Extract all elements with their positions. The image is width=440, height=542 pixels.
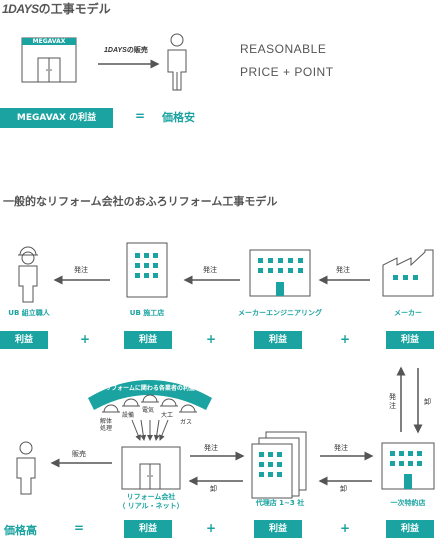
reasonable-line1: REASONABLE: [240, 42, 327, 56]
wholesale-label-r2-1: 卸: [210, 485, 217, 493]
contractor-profit-arc-text: リフォームに関わる各業者の利益: [105, 385, 195, 392]
plus-r1-3: +: [340, 332, 351, 346]
reasonable-line2: PRICE + POINT: [240, 65, 334, 79]
vertical-order-label: 発注: [389, 393, 396, 410]
maker-engineering-building-icon: [249, 249, 311, 297]
profit-box-r2-2: 利益: [254, 520, 302, 538]
sale-label: 販売: [72, 450, 86, 458]
equals-sign-2: =: [74, 521, 85, 535]
reform-company-label: リフォーム会社 （ リアル・ネット）: [105, 493, 197, 511]
megavax-profit-box: MEGAVAX の利益: [0, 108, 113, 128]
contractor-carpenter: 大工: [161, 412, 174, 419]
ub-contractor-building-icon: [126, 242, 168, 298]
contractor-demolition: 解体処理: [100, 418, 113, 432]
reform-company-label-line2: （ リアル・ネット）: [118, 502, 184, 510]
megavax-store-icon: [21, 37, 77, 83]
profit-box-r2-3: 利益: [386, 520, 434, 538]
ub-worker-icon: [18, 246, 38, 303]
plus-r1-1: +: [80, 332, 91, 346]
plus-r2-1: +: [206, 521, 217, 535]
equals-sign-1: =: [135, 109, 146, 123]
contractor-equipment: 設備: [122, 412, 135, 419]
customer-person-icon-2: [16, 441, 36, 495]
wholesale-label-r2-2: 卸: [340, 485, 347, 493]
profit-box-r2-1: 利益: [124, 520, 172, 538]
primary-distributor-building-icon: [381, 442, 435, 490]
primary-distributor-label: 一次特約店: [390, 499, 426, 507]
order-label-1: 発注: [74, 266, 88, 274]
plus-r2-2: +: [340, 521, 351, 535]
price-high-text: 価格高: [4, 524, 37, 537]
order-label-3: 発注: [336, 266, 350, 274]
sale-arrow-label: 1DAYSの販売: [104, 45, 148, 55]
section-title-1days: 1DAYSの工事モデル: [2, 0, 111, 17]
maker-engineering-label: メーカーエンジニアリング: [238, 309, 322, 317]
profit-box-r1-2: 利益: [124, 331, 172, 349]
maker-label: メーカー: [394, 309, 422, 317]
contractor-electric: 電気: [142, 407, 155, 414]
reform-company-label-line1: リフォーム会社: [126, 493, 176, 501]
vertical-wholesale-label: 卸: [424, 398, 431, 406]
brand-logo-text: 1DAYS: [2, 2, 39, 16]
price-low-text: 価格安: [162, 111, 195, 124]
order-label-r2-2: 発注: [334, 444, 348, 452]
arrow-brand: 1DAYS: [104, 47, 127, 54]
agency-label: 代理店 1~3 社: [255, 499, 305, 507]
ub-contractor-label: UB 施工店: [129, 309, 165, 317]
profit-box-r1-3: 利益: [254, 331, 302, 349]
reasonable-text: REASONABLE PRICE + POINT: [240, 38, 334, 84]
plus-r1-2: +: [206, 332, 217, 346]
section-title-text: の工事モデル: [38, 2, 111, 16]
reform-company-store-icon: [121, 446, 181, 490]
maker-factory-icon: [382, 249, 434, 297]
section-title-general-model: 一般的なリフォーム会社のおふろリフォーム工事モデル: [3, 195, 278, 208]
profit-box-r1-1: 利益: [0, 331, 48, 349]
profit-box-r1-4: 利益: [386, 331, 434, 349]
ub-worker-label: UB 組立職人: [8, 309, 50, 317]
order-label-2: 発注: [203, 266, 217, 274]
agency-buildings-icon: [251, 431, 307, 499]
customer-person-icon: [167, 33, 187, 91]
contractor-helmets: [102, 394, 197, 413]
contractor-gas: ガス: [180, 419, 193, 426]
megavax-store-name: MEGAVAX: [32, 38, 66, 45]
arrow-suffix: の販売: [126, 46, 148, 54]
order-label-r2-1: 発注: [204, 444, 218, 452]
